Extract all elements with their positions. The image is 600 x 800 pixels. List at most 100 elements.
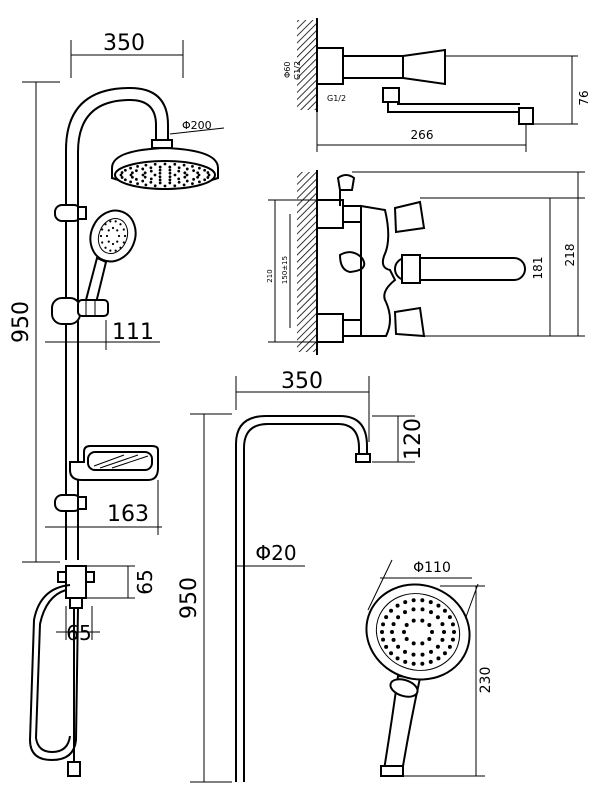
upper-wall-bracket	[54, 204, 87, 222]
nozzle-dot	[168, 178, 172, 182]
nozzle-dot	[396, 644, 401, 649]
dim-bar-reach: 350	[103, 31, 145, 56]
dim-outlet-thread: G1/2	[327, 94, 346, 103]
nozzle-dot	[420, 598, 425, 603]
nozzle-dot	[435, 644, 440, 649]
nozzle-dot	[177, 177, 181, 181]
dim-hand-head-dia: Φ110	[413, 560, 451, 576]
dim-riser-height: 950	[177, 577, 202, 619]
dim-hand-length: 230	[478, 667, 494, 694]
nozzle-dot	[123, 168, 127, 172]
nozzle-dot	[163, 184, 167, 188]
nozzle-dot	[404, 637, 409, 642]
nozzle-dot	[122, 228, 125, 231]
nozzle-dot	[381, 622, 386, 627]
nozzle-dot	[411, 661, 416, 666]
nozzle-dot	[141, 179, 145, 183]
nozzle-dot	[158, 178, 162, 182]
nozzle-dot	[185, 173, 189, 177]
nozzle-dot	[129, 180, 132, 184]
nozzle-dot	[177, 166, 181, 170]
front-spout	[394, 257, 526, 281]
nozzle-dot	[144, 183, 148, 187]
nozzle-dot	[107, 240, 110, 243]
nozzle-dot	[153, 173, 157, 177]
nozzle-dot	[447, 644, 452, 649]
nozzle-dot	[130, 175, 134, 179]
nozzle-dot	[141, 167, 145, 171]
nozzle-dot	[143, 171, 147, 175]
nozzle-dot	[420, 661, 425, 666]
nozzle-dot	[428, 600, 433, 605]
nozzle-dot	[411, 652, 416, 657]
nozzle-dot	[403, 659, 408, 664]
riser-outlet	[355, 453, 371, 463]
nozzle-dot	[403, 649, 407, 654]
dim-overall-height: 218	[563, 244, 577, 267]
hand-shower-face	[365, 583, 471, 681]
riser-pipe	[65, 86, 169, 560]
nozzle-dot	[395, 656, 400, 661]
dim-hook-drop: 120	[401, 418, 426, 460]
hand-shower-view: Φ110 230	[365, 559, 494, 777]
nozzle-dot	[420, 618, 425, 623]
nozzle-dot	[117, 234, 121, 238]
nozzle-dot	[436, 656, 441, 661]
nozzle-dot	[390, 630, 394, 634]
nozzle-dot	[122, 241, 125, 244]
nozzle-dot	[403, 600, 408, 605]
nozzle-dot	[183, 175, 187, 179]
nozzle-dot	[168, 168, 172, 172]
nozzle-dot	[173, 162, 177, 166]
nozzle-dot	[420, 607, 425, 612]
nozzle-dot	[173, 184, 177, 188]
nozzle-dot	[107, 229, 110, 232]
nozzle-dot	[192, 177, 196, 181]
nozzle-dot	[149, 180, 153, 184]
nozzle-dot	[168, 175, 172, 179]
nozzle-dot	[440, 622, 445, 627]
dim-holder-offset: 111	[112, 320, 154, 345]
nozzle-dot	[129, 166, 132, 170]
nozzle-dot	[120, 176, 124, 179]
nozzle-dot	[99, 234, 103, 238]
diverter-valve	[57, 565, 95, 609]
dim-head-dia: Φ200	[182, 119, 212, 132]
nozzle-dot	[384, 615, 389, 620]
nozzle-dot	[101, 228, 104, 231]
nozzle-dot	[191, 182, 194, 186]
nozzle-dot	[442, 608, 447, 613]
nozzle-dot	[395, 603, 400, 608]
nozzle-dot	[130, 171, 134, 175]
nozzle-dot	[389, 608, 394, 613]
rain-shower-head	[111, 139, 219, 190]
dim-body-width: 210	[266, 269, 274, 282]
nozzle-dot	[158, 165, 162, 169]
nozzle-dot	[134, 169, 138, 173]
nozzle-dot	[411, 641, 416, 646]
nozzle-dot	[381, 637, 386, 642]
nozzle-dot	[123, 178, 127, 182]
shower-kit-view: 350 Φ200 950	[9, 31, 225, 777]
handle-nut	[380, 765, 404, 777]
nozzle-dot	[411, 618, 416, 623]
nozzle-dot	[168, 165, 172, 169]
nozzle-dot	[116, 240, 119, 243]
nozzle-dot	[411, 598, 416, 603]
mixer-front-view: 210 150±15 181 218	[266, 170, 585, 355]
wall-hatch	[297, 172, 317, 352]
hook-holder	[336, 174, 356, 191]
soap-dish	[69, 445, 159, 481]
nozzle-dot	[182, 163, 186, 167]
nozzle-dot	[203, 168, 207, 172]
dim-eccentric-height: 181	[531, 257, 545, 280]
nozzle-dot	[144, 163, 148, 167]
nozzle-dot	[436, 603, 441, 608]
nozzle-dot	[435, 615, 440, 620]
nozzle-dot	[207, 173, 211, 177]
dim-riser-reach: 350	[281, 369, 323, 394]
leader-head	[169, 127, 225, 135]
nozzle-dot	[119, 223, 122, 226]
nozzle-dot	[109, 220, 112, 223]
spout-tip	[518, 107, 534, 125]
